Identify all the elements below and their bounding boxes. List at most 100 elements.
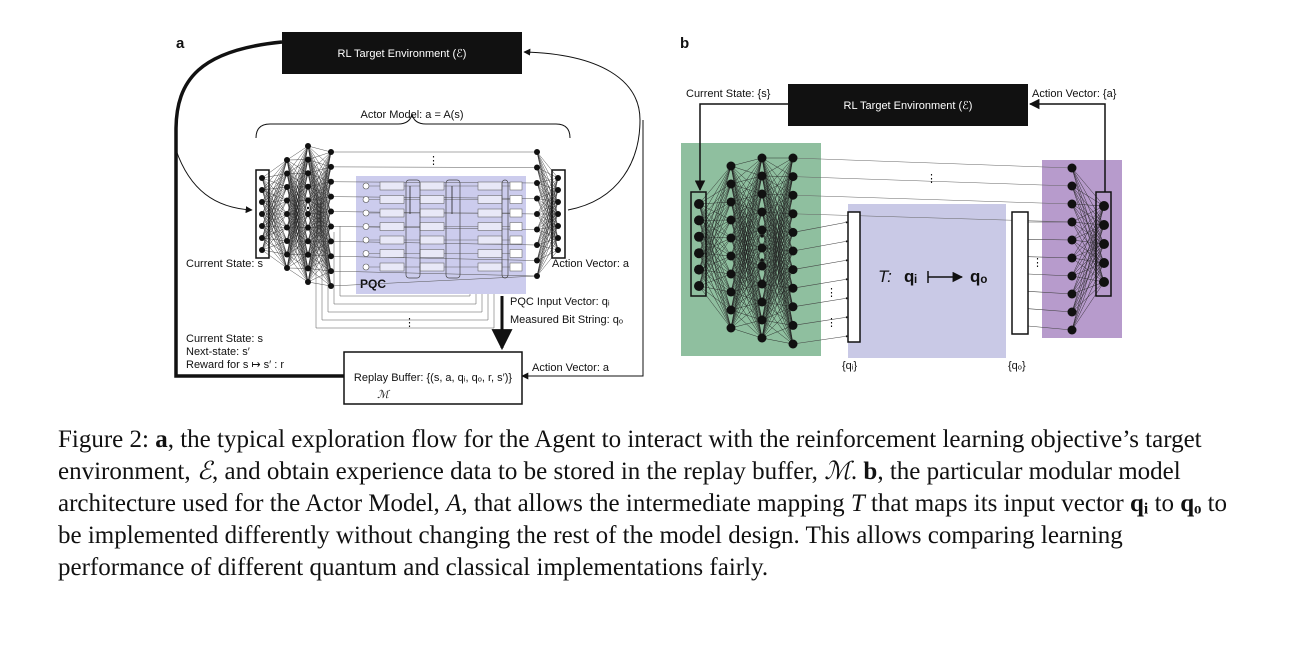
ellipsis-top-a: ⋮ — [428, 155, 439, 167]
edge-b — [1071, 185, 1105, 226]
edge-a — [536, 189, 559, 230]
node-b — [788, 172, 798, 182]
edge-a — [536, 213, 559, 230]
node-a — [534, 273, 540, 279]
edge-b — [698, 220, 732, 275]
edge-a — [307, 211, 332, 242]
edge-a — [286, 200, 309, 269]
measure-gate — [509, 181, 523, 191]
action-vector-a: Action Vector: a — [552, 258, 630, 270]
entangling-block — [445, 179, 461, 279]
edge-a — [307, 173, 332, 272]
edge-a — [261, 201, 288, 269]
edge-b — [698, 183, 732, 205]
edge-a — [307, 196, 332, 228]
edge-b — [730, 327, 763, 339]
edge-a — [261, 200, 288, 227]
edge-b — [698, 203, 732, 275]
loop-env-to-replay — [174, 40, 344, 378]
edge-a — [261, 213, 288, 269]
edge-a — [307, 268, 332, 287]
edge-a — [286, 145, 309, 188]
edge-a — [307, 145, 332, 153]
edge-b — [698, 201, 732, 205]
edge-a — [261, 227, 288, 239]
edge-b — [698, 201, 732, 270]
node-b — [726, 233, 736, 243]
caption-p3: . — [850, 458, 864, 485]
edge-b — [761, 157, 794, 231]
figure-caption: Figure 2: a, the typical exploration flo… — [58, 424, 1248, 584]
caption-p7: to — [1148, 490, 1181, 517]
output-vector-a — [551, 169, 566, 259]
edge-a — [536, 225, 559, 246]
edge-a — [536, 177, 559, 277]
edge-b — [698, 183, 732, 287]
edge-a — [286, 145, 309, 228]
qo-set-label: {qₒ} — [1008, 360, 1026, 372]
edge-a — [261, 189, 288, 201]
node-b — [757, 189, 767, 199]
edge-a — [261, 177, 288, 201]
edge-a — [536, 249, 559, 277]
edge-a — [307, 227, 332, 242]
edge-b — [1071, 205, 1105, 295]
node-a — [555, 211, 561, 217]
edge-a — [307, 145, 332, 168]
edge-b — [761, 247, 794, 307]
input-vector-b — [690, 191, 707, 297]
qubit-init — [362, 223, 370, 230]
edge-b — [698, 203, 732, 293]
input-vector-a — [255, 169, 270, 259]
node-a — [284, 224, 290, 231]
edge-b — [761, 157, 794, 177]
edge-b — [761, 229, 794, 289]
node-b — [1099, 239, 1109, 249]
edge-b — [1071, 239, 1105, 283]
edge-a — [307, 196, 332, 283]
edge-a — [307, 181, 332, 215]
qo-map-label: qₒ — [970, 267, 987, 286]
edge-b — [698, 165, 732, 221]
caption-p8: to be implemented differently without ch… — [58, 490, 1228, 581]
edge-a — [307, 186, 332, 227]
edge-b — [730, 175, 763, 329]
edge-b — [698, 220, 732, 293]
edge-b — [792, 297, 849, 308]
edge-a — [307, 151, 332, 255]
node-a — [328, 163, 334, 170]
node-a — [555, 223, 561, 229]
arrow-action-out — [523, 48, 641, 211]
edge-a — [307, 211, 332, 215]
edge-b — [1027, 256, 1073, 259]
edge-a — [307, 186, 332, 272]
edge-b — [698, 236, 732, 311]
edge-b — [761, 157, 794, 285]
edge-a — [286, 145, 309, 174]
node-b — [1099, 220, 1109, 230]
edge-a — [536, 177, 559, 184]
node-b — [694, 264, 704, 275]
edge-b — [698, 236, 732, 275]
edge-a — [286, 227, 309, 269]
edge-a — [261, 177, 288, 215]
node-b — [694, 215, 704, 226]
edge-b — [792, 194, 1073, 205]
edge-a — [261, 173, 288, 179]
edge-b — [698, 285, 732, 293]
edge-b — [698, 236, 732, 239]
edge-a — [307, 173, 332, 197]
edge-b — [761, 157, 794, 339]
edge-a — [536, 244, 559, 251]
edge-b — [1071, 185, 1105, 245]
edge-a — [536, 213, 559, 277]
edge-a — [286, 145, 309, 161]
edge-b — [698, 165, 732, 237]
edge-a — [286, 145, 309, 255]
node-a — [534, 226, 540, 233]
edge-a — [261, 189, 288, 215]
edge-a — [536, 151, 559, 251]
edge-b — [1071, 203, 1105, 245]
node-a — [534, 164, 540, 171]
qubit-init — [362, 182, 370, 190]
